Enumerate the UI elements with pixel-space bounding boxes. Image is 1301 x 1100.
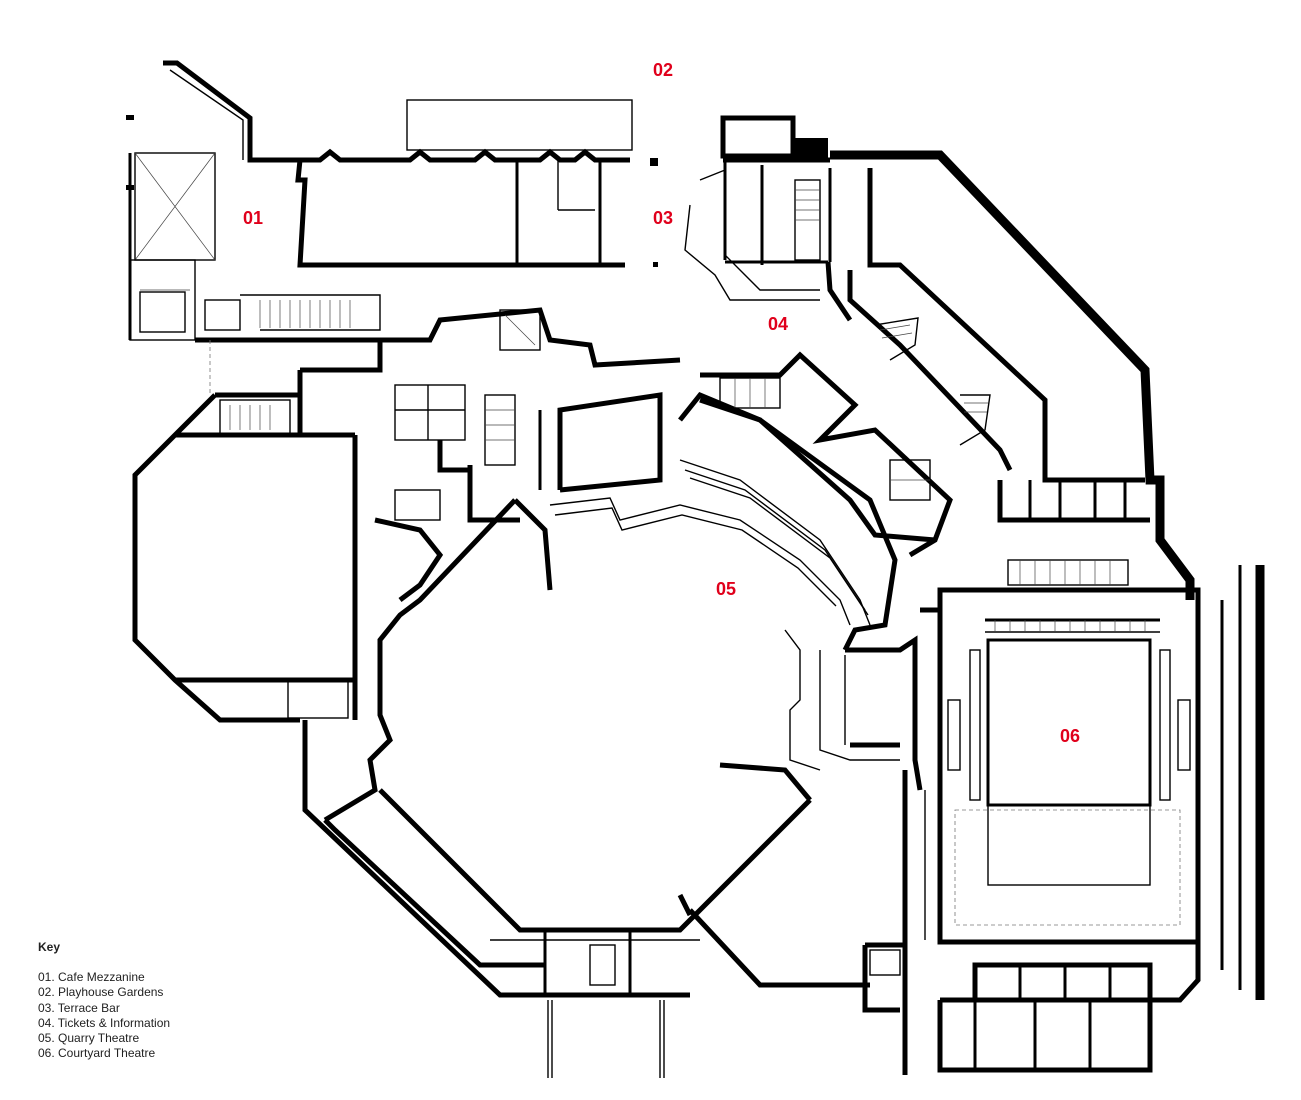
key-item: 05. Quarry Theatre	[38, 1031, 140, 1046]
key-item: 04. Tickets & Information	[38, 1015, 171, 1030]
key-item: 03. Terrace Bar	[38, 1000, 120, 1015]
label-06: 06	[1060, 726, 1080, 746]
south-east-rooms	[862, 770, 1153, 1075]
label-02: 02	[653, 60, 673, 80]
quarry-theatre	[302, 498, 870, 998]
south-entrance	[547, 1000, 665, 1078]
quarry-seating	[538, 391, 923, 791]
terrace-bar-area	[684, 115, 830, 301]
cafe-mezzanine-area	[126, 60, 295, 341]
plan-key: Key 01. Cafe Mezzanine 02. Playhouse Gar…	[38, 940, 170, 1062]
key-item: 06. Courtyard Theatre	[38, 1046, 156, 1061]
west-wing	[132, 340, 383, 723]
north-east-wall	[825, 150, 1195, 600]
key-item: 01. Cafe Mezzanine	[38, 970, 145, 984]
label-03: 03	[653, 208, 673, 228]
label-01: 01	[243, 208, 263, 228]
courtyard-theatre	[920, 559, 1265, 1003]
key-title: Key	[38, 940, 61, 954]
central-service-core	[374, 307, 681, 602]
landing-band	[195, 294, 381, 395]
room-labels: 01 02 03 04 05 06	[243, 60, 1080, 746]
upper-hall	[250, 99, 658, 268]
east-toilets	[699, 351, 953, 558]
key-item: 02. Playhouse Gardens	[38, 985, 164, 1000]
label-05: 05	[716, 579, 736, 599]
label-04: 04	[768, 314, 788, 334]
tickets-information-area	[874, 317, 1150, 523]
